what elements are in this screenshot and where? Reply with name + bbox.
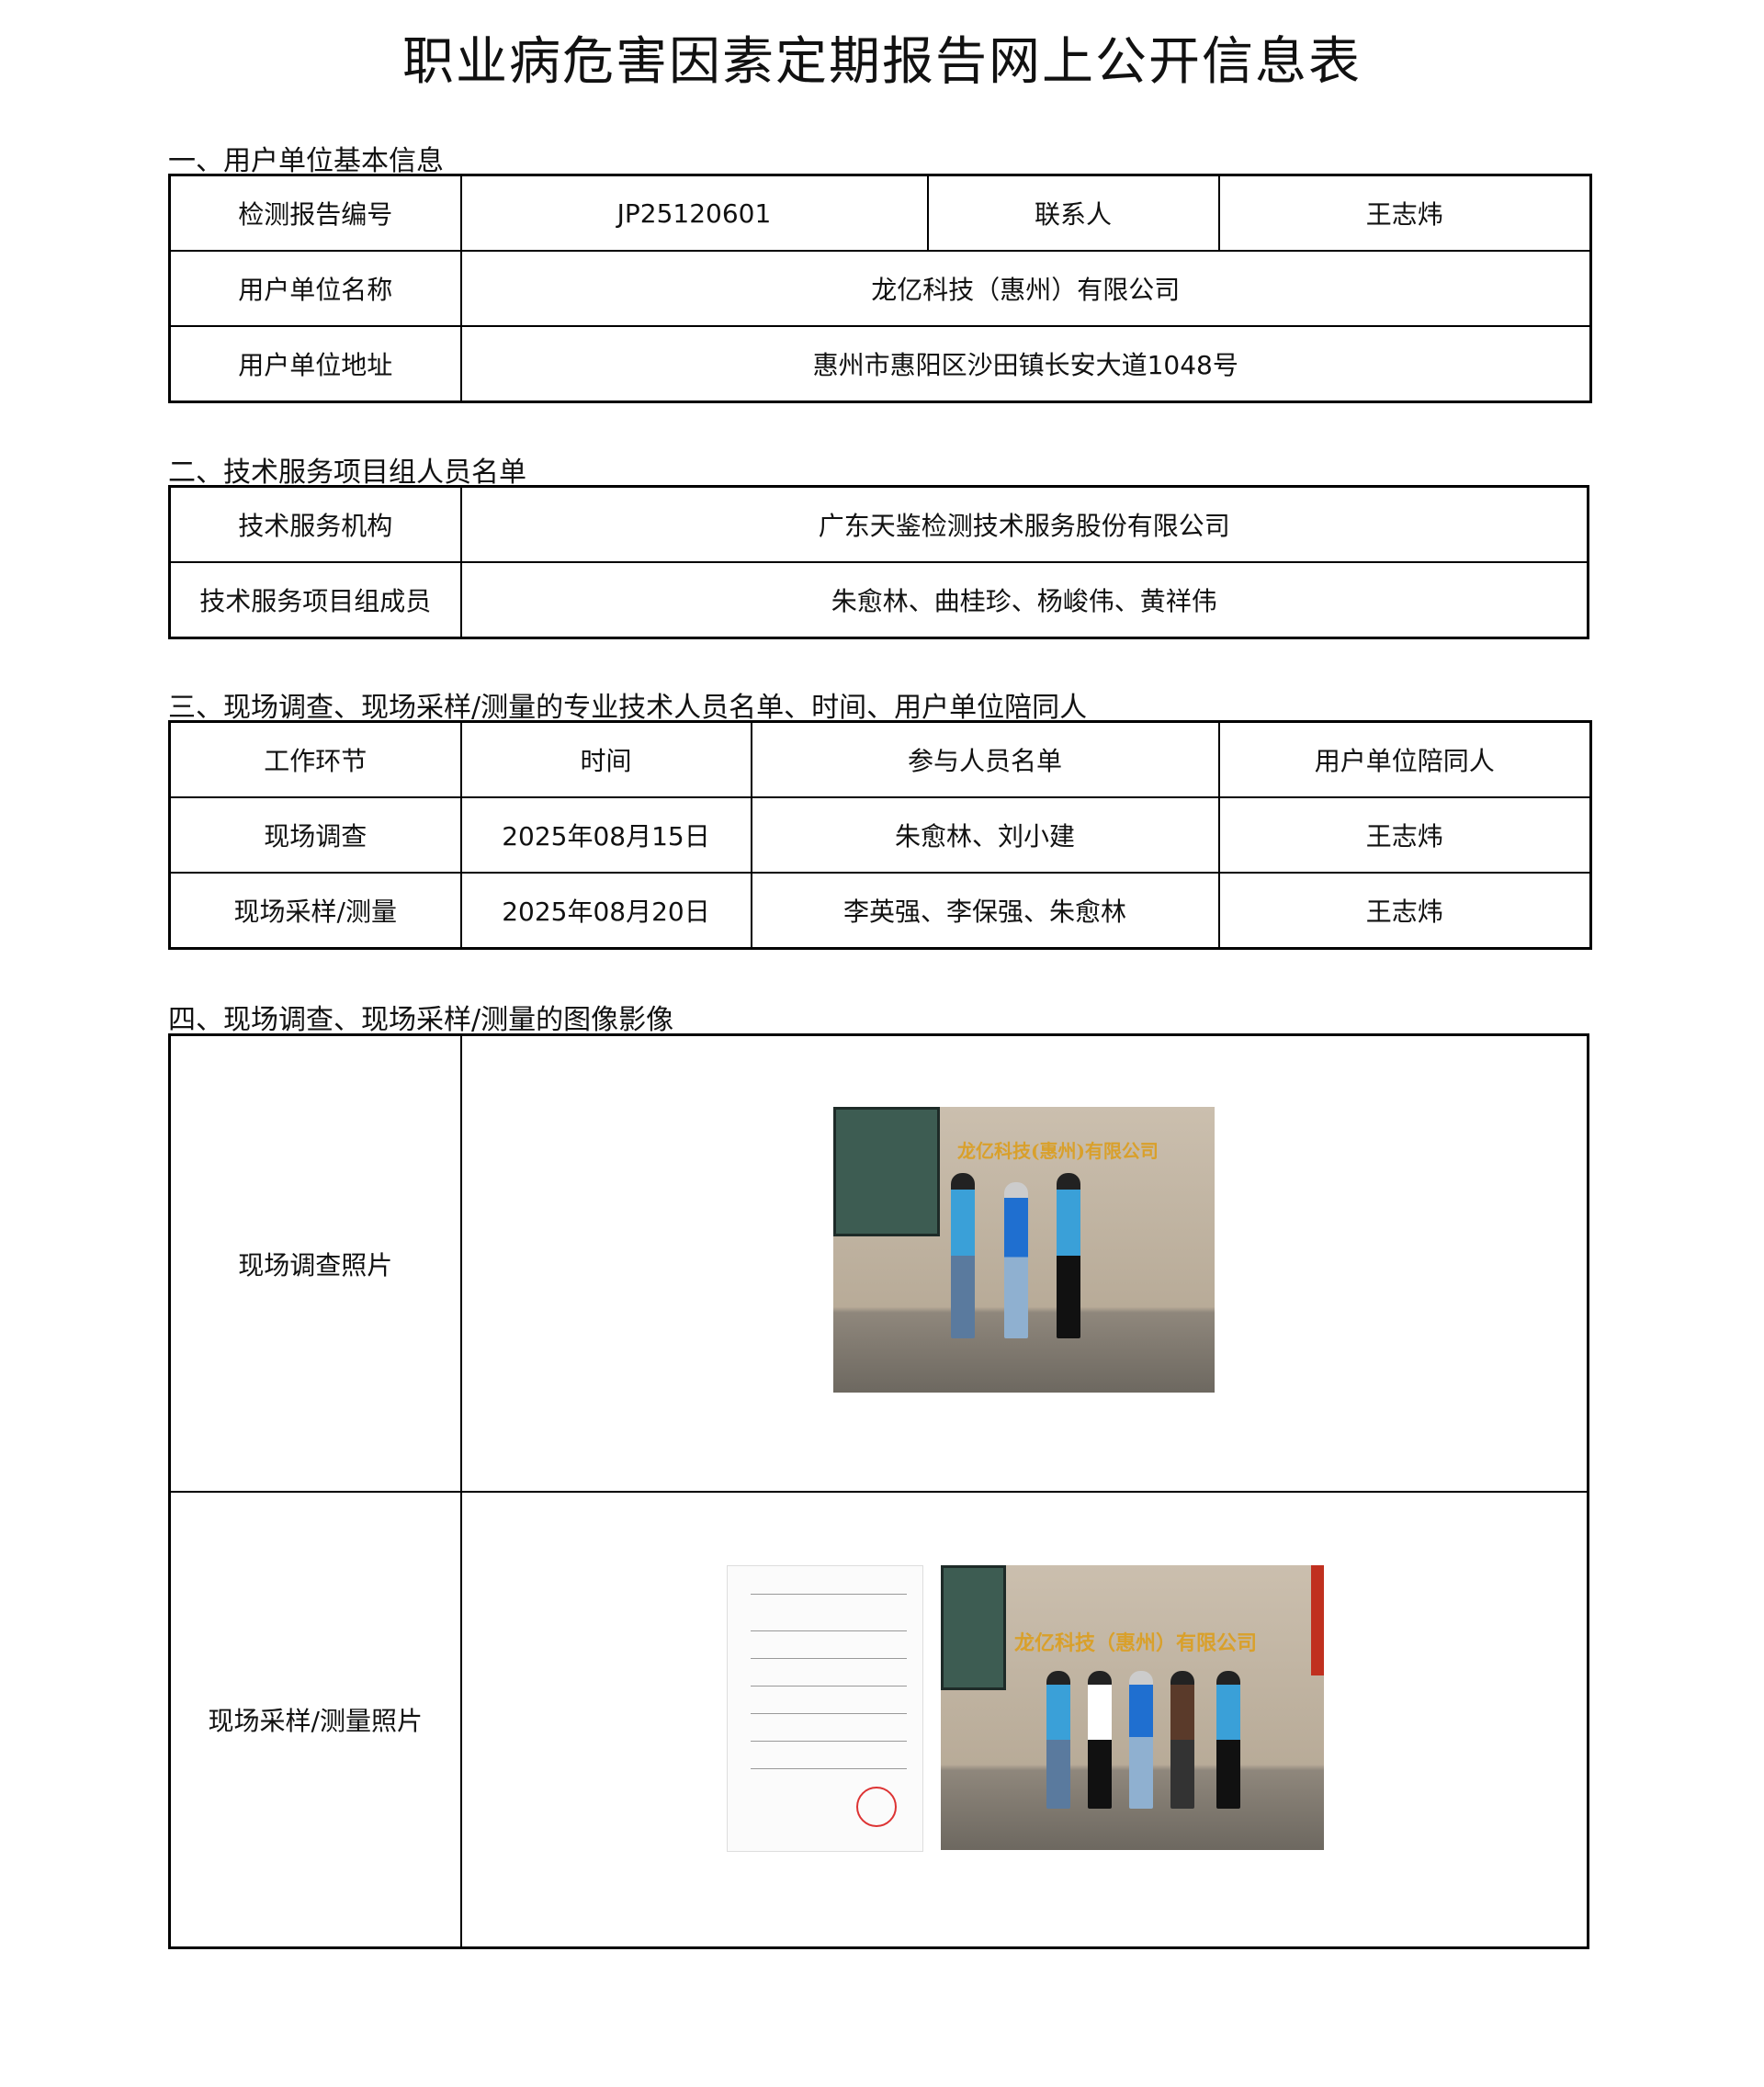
org-label: 技术服务机构 (168, 485, 462, 563)
header-cell: 用户单位陪同人 (1217, 720, 1592, 798)
text-line (751, 1686, 908, 1687)
escort: 王志炜 (1217, 796, 1592, 874)
person (951, 1173, 975, 1338)
table-row: 用户单位名称 龙亿科技（惠州）有限公司 (168, 250, 1592, 327)
table-row: 技术服务项目组成员 朱愈林、曲桂珍、杨峻伟、黄祥伟 (168, 561, 1589, 639)
contact: 王志炜 (1217, 174, 1592, 252)
section1-heading: 一、用户单位基本信息 (168, 145, 444, 177)
person (1170, 1671, 1194, 1809)
members: 朱愈林、曲桂珍、杨峻伟、黄祥伟 (459, 561, 1589, 639)
address: 惠州市惠阳区沙田镇长安大道1048号 (459, 325, 1592, 403)
text-line (751, 1658, 908, 1659)
members-label: 技术服务项目组成员 (168, 561, 462, 639)
table-row: 现场采样/测量 2025年08月20日 李英强、李保强、朱愈林 王志炜 (168, 872, 1592, 950)
text-line (751, 1768, 908, 1769)
basic-info-table: 检测报告编号 JP25120601 联系人 王志炜 用户单位名称 龙亿科技（惠州… (168, 174, 1592, 403)
report-no-label: 检测报告编号 (168, 174, 462, 252)
person (1216, 1671, 1240, 1809)
survey-photo: 龙亿科技(惠州)有限公司 (833, 1107, 1215, 1393)
window (941, 1565, 1006, 1690)
sampling-photo-label: 现场采样/测量照片 (168, 1491, 462, 1949)
schedule-table: 工作环节 时间 参与人员名单 用户单位陪同人 现场调查 2025年08月15日 … (168, 720, 1592, 950)
stage: 现场调查 (168, 796, 462, 874)
section4-heading: 四、现场调查、现场采样/测量的图像影像 (168, 1004, 674, 1036)
org: 广东天鉴检测技术服务股份有限公司 (459, 485, 1589, 563)
report-no: JP25120601 (459, 174, 929, 252)
text-line (751, 1741, 908, 1742)
text-line (751, 1713, 908, 1714)
page-title: 职业病危害因素定期报告网上公开信息表 (402, 32, 1362, 92)
team-table: 技术服务机构 广东天鉴检测技术服务股份有限公司 技术服务项目组成员 朱愈林、曲桂… (168, 485, 1589, 639)
participants: 朱愈林、刘小建 (750, 796, 1220, 874)
sampling-photo: 龙亿科技（惠州）有限公司 (941, 1565, 1324, 1850)
escort: 王志炜 (1217, 872, 1592, 950)
person (1088, 1671, 1112, 1809)
sampling-document-photo (727, 1565, 923, 1852)
company: 龙亿科技（惠州）有限公司 (459, 250, 1592, 327)
contact-label: 联系人 (926, 174, 1220, 252)
text-line (751, 1594, 908, 1595)
person (1129, 1671, 1153, 1809)
section2-heading: 二、技术服务项目组人员名单 (168, 457, 526, 489)
table-row: 技术服务机构 广东天鉴检测技术服务股份有限公司 (168, 485, 1589, 563)
address-label: 用户单位地址 (168, 325, 462, 403)
header-cell: 工作环节 (168, 720, 462, 798)
company-label: 用户单位名称 (168, 250, 462, 327)
stage: 现场采样/测量 (168, 872, 462, 950)
participants: 李英强、李保强、朱愈林 (750, 872, 1220, 950)
seal-stamp (856, 1787, 897, 1827)
table-header-row: 工作环节 时间 参与人员名单 用户单位陪同人 (168, 720, 1592, 798)
company-sign: 龙亿科技（惠州）有限公司 (1014, 1631, 1258, 1655)
table-row: 现场调查 2025年08月15日 朱愈林、刘小建 王志炜 (168, 796, 1592, 874)
person (1057, 1173, 1080, 1338)
company-sign: 龙亿科技(惠州)有限公司 (957, 1140, 1159, 1162)
table-row: 检测报告编号 JP25120601 联系人 王志炜 (168, 174, 1592, 252)
survey-photo-label: 现场调查照片 (168, 1033, 462, 1493)
header-cell: 时间 (459, 720, 752, 798)
header-cell: 参与人员名单 (750, 720, 1220, 798)
person (1004, 1182, 1028, 1338)
section3-heading: 三、现场调查、现场采样/测量的专业技术人员名单、时间、用户单位陪同人 (168, 692, 1088, 724)
red-banner (1311, 1565, 1324, 1675)
person (1046, 1671, 1070, 1809)
date: 2025年08月20日 (459, 872, 752, 950)
table-row: 用户单位地址 惠州市惠阳区沙田镇长安大道1048号 (168, 325, 1592, 403)
text-line (751, 1630, 908, 1631)
date: 2025年08月15日 (459, 796, 752, 874)
window (833, 1107, 940, 1236)
